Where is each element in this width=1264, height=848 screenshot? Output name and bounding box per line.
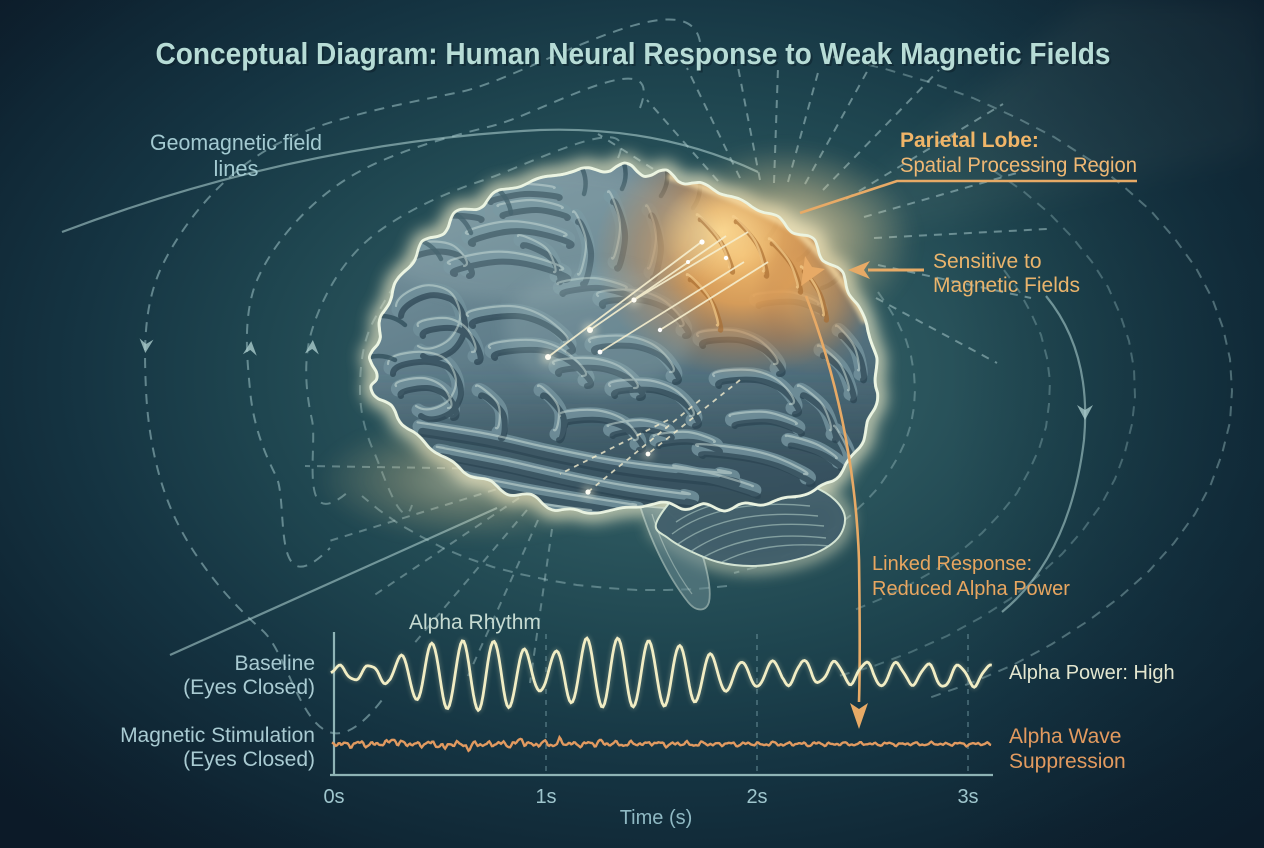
svg-text:lines: lines bbox=[214, 156, 259, 181]
svg-text:2s: 2s bbox=[746, 786, 767, 808]
svg-text:Conceptual Diagram: Human Neur: Conceptual Diagram: Human Neural Respons… bbox=[156, 36, 1111, 71]
svg-text:1s: 1s bbox=[535, 786, 556, 808]
svg-text:Alpha Wave: Alpha Wave bbox=[1009, 725, 1121, 748]
svg-text:Geomagnetic field: Geomagnetic field bbox=[150, 130, 322, 155]
svg-text:Conceptual Diagram: Human Neur: Conceptual Diagram: Human Neural Respons… bbox=[158, 38, 1113, 73]
svg-text:Sensitive to: Sensitive to bbox=[933, 250, 1042, 273]
svg-text:Suppression: Suppression bbox=[1009, 750, 1126, 773]
svg-text:3s: 3s bbox=[957, 786, 978, 808]
svg-text:Linked Response:: Linked Response: bbox=[872, 553, 1032, 575]
svg-text:0s: 0s bbox=[323, 786, 344, 808]
svg-text:Time (s): Time (s) bbox=[620, 807, 693, 829]
svg-text:Alpha Rhythm: Alpha Rhythm bbox=[409, 611, 541, 634]
svg-text:Baseline: Baseline bbox=[234, 652, 315, 675]
svg-text:Spatial Processing Region: Spatial Processing Region bbox=[900, 154, 1137, 177]
svg-text:Parietal Lobe:: Parietal Lobe: bbox=[900, 129, 1039, 152]
svg-text:Magnetic Stimulation: Magnetic Stimulation bbox=[120, 724, 315, 747]
svg-text:Alpha Power: High: Alpha Power: High bbox=[1009, 662, 1175, 684]
svg-text:(Eyes Closed): (Eyes Closed) bbox=[183, 748, 315, 771]
svg-text:(Eyes Closed): (Eyes Closed) bbox=[183, 676, 315, 699]
svg-text:Magnetic Fields: Magnetic Fields bbox=[933, 274, 1080, 297]
svg-text:Reduced Alpha Power: Reduced Alpha Power bbox=[872, 578, 1070, 600]
